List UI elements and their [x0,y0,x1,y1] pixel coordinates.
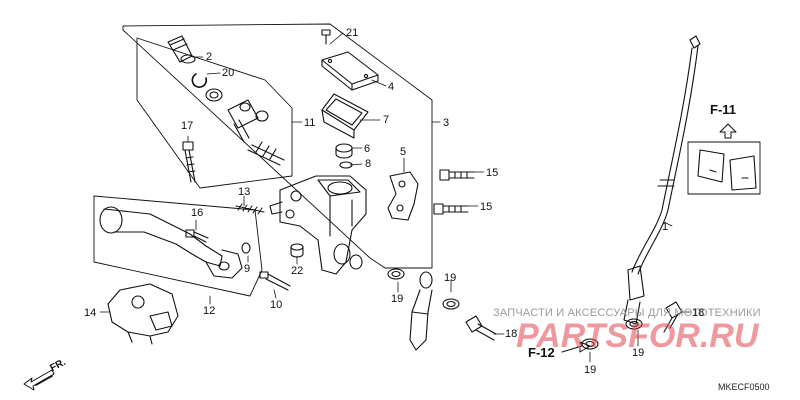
spring-part [235,203,265,215]
callout-16: 16 [191,207,204,219]
float-part [335,143,353,159]
lever-assembly-frame [93,195,263,297]
assembly-frame [122,23,433,269]
bolt-17-part [182,141,196,183]
diagram-code: MKECF0500 [718,382,770,392]
holder-part [387,171,419,221]
callout-10: 10 [270,299,283,311]
bolt-15-upper-part [439,169,475,181]
brake-lever-part [99,206,243,279]
master-hose-part [409,271,433,351]
ref-f11: F-11 [710,102,737,117]
boot-part [167,35,196,64]
callout-19-b: 19 [444,272,457,284]
piston-kit-frame [136,37,293,189]
f12-arrow-icon [561,341,591,353]
screw-part [321,29,331,45]
f11-frame [687,141,761,195]
callout-9: 9 [244,263,251,275]
plate-part [321,93,369,139]
callout-2: 2 [206,51,213,63]
f11-clip-part [697,149,757,191]
callout-11: 11 [304,117,316,129]
callout-5: 5 [400,146,407,158]
piston-part [205,88,285,166]
callout-12: 12 [203,305,216,317]
reservoir-cap-part [321,51,379,91]
callout-6: 6 [364,143,371,155]
callout-4: 4 [388,81,395,93]
callout-22: 22 [291,265,304,277]
callout-20: 20 [222,67,235,79]
washer-19-b-part [442,298,460,310]
pin-part [259,271,291,291]
lever-cover-part [107,283,179,345]
circlip-part [191,73,208,88]
callout-15-upper: 15 [486,167,499,179]
callout-18-b: 18 [692,307,705,319]
washer-19-c-part [625,318,643,330]
callout-3: 3 [443,117,450,129]
washer-19-a-part [387,268,405,280]
callout-18-a: 18 [505,328,518,340]
callout-17: 17 [181,120,194,132]
watermark-tagline: ЗАПЧАСТИ И АКСЕССУАРЫ ДЛЯ МОТОТЕХНИКИ [493,307,761,319]
pivot-bolt-part [185,229,209,243]
callout-21: 21 [346,27,359,39]
f11-arrow-icon [719,123,737,139]
banjo-bolt-18-a-part [465,315,497,341]
callout-1: 1 [662,221,669,233]
front-arrow-icon [23,369,55,391]
callout-19-d: 19 [584,364,597,376]
brake-hose-part [623,35,701,325]
bush-part [290,243,304,258]
bolt-15-lower-part [433,203,469,215]
ref-f12: F-12 [528,345,555,360]
watermark-logo: PARTSFOR.RU [516,317,759,355]
callout-19-c: 19 [632,347,645,359]
callout-7: 7 [383,114,390,126]
callout-13: 13 [238,186,251,198]
leader-lines [99,32,691,363]
callout-14: 14 [84,307,97,319]
callout-8: 8 [365,158,372,170]
master-cylinder-part [269,175,367,275]
callout-15-lower: 15 [480,201,493,213]
nut-part [241,242,251,254]
callout-19-a: 19 [391,293,404,305]
